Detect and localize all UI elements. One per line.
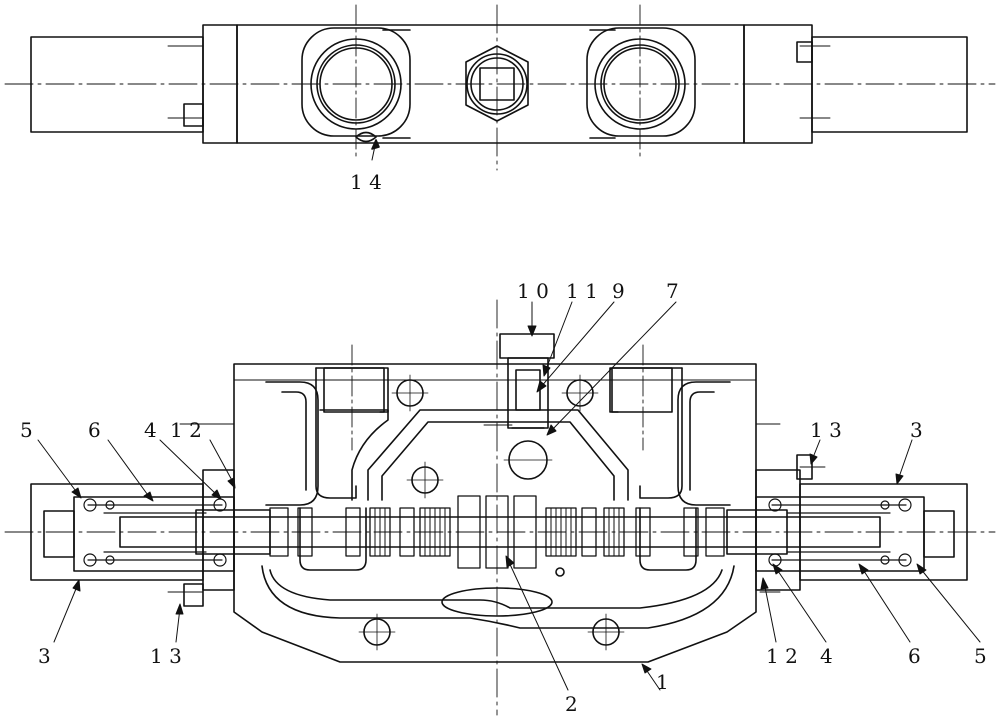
callout-4-right: 4 (820, 644, 833, 668)
callout-11: 1 1 (566, 279, 598, 303)
callout-2: 2 (565, 692, 578, 716)
top-view (5, 5, 995, 170)
callout-12-right: 1 2 (766, 644, 798, 668)
callout-13-right-top: 1 3 (810, 418, 842, 442)
callout-10: 1 0 (517, 279, 549, 303)
callout-7: 7 (666, 279, 679, 303)
callout-4-left: 4 (144, 418, 157, 442)
callout-9: 9 (612, 279, 625, 303)
callout-6-right: 6 (908, 644, 921, 668)
callout-12-left: 1 2 (170, 418, 202, 442)
callout-6-left: 6 (88, 418, 101, 442)
callout-5-left: 5 (20, 418, 33, 442)
callout-5-right: 5 (974, 644, 987, 668)
callout-3-left-bottom: 3 (38, 644, 51, 668)
leader-lines (38, 302, 980, 690)
section-view (5, 300, 995, 715)
callout-1: 1 (656, 670, 669, 694)
callout-13-left-bottom: 1 3 (150, 644, 182, 668)
callout-3-right-top: 3 (910, 418, 923, 442)
callout-14: 1 4 (350, 170, 382, 194)
